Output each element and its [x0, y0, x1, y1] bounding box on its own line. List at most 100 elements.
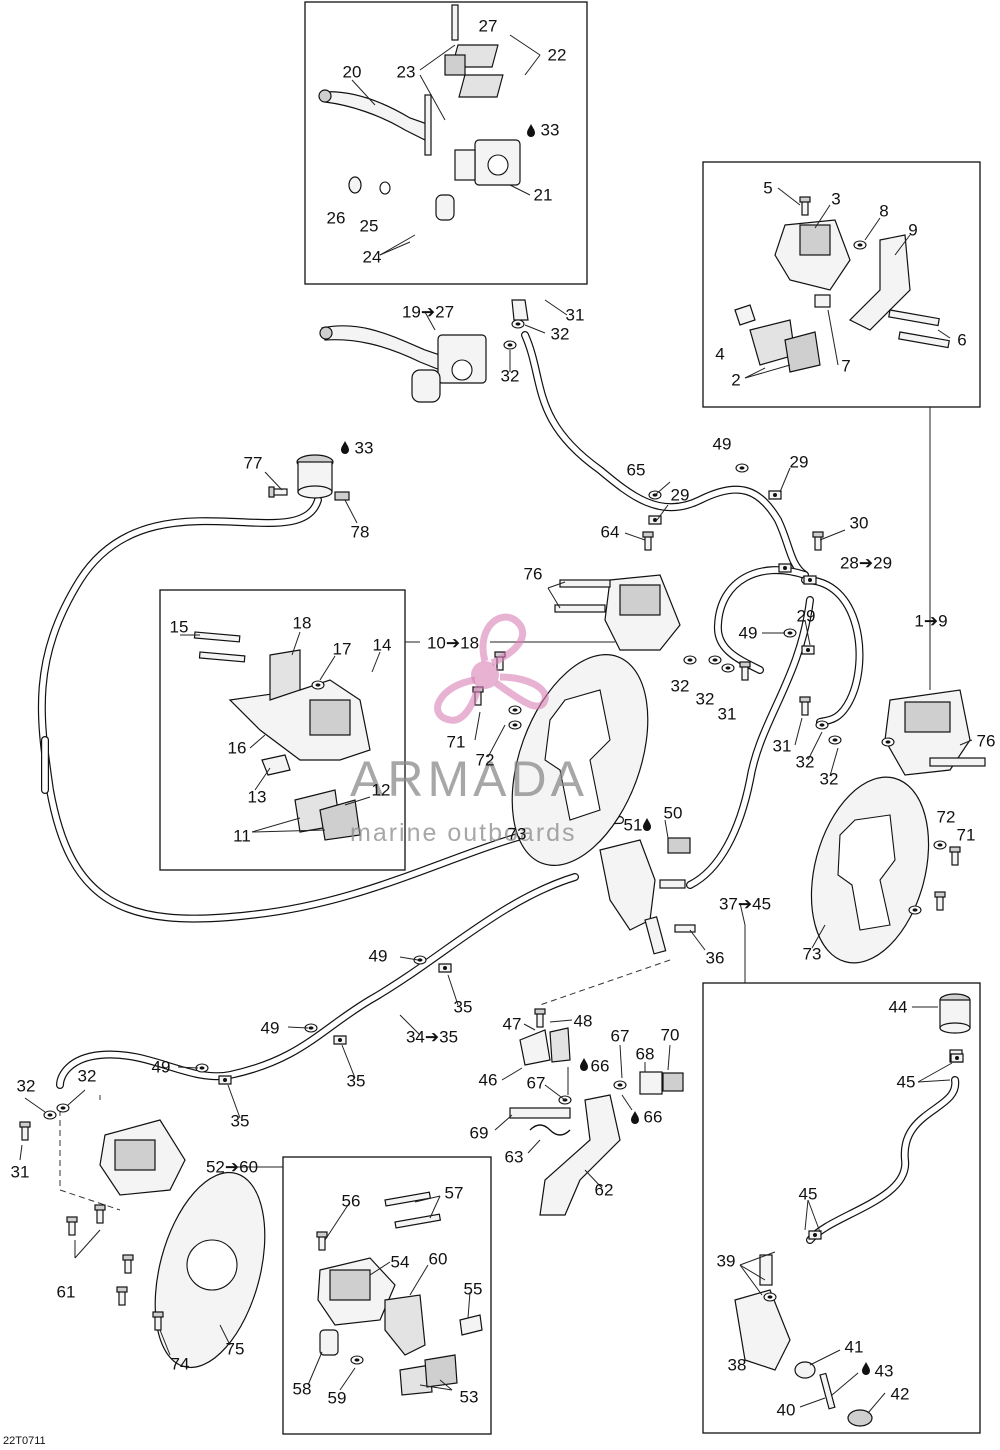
callout-49a: 49 — [712, 434, 732, 454]
front-caliper-detail-frame — [702, 161, 981, 408]
callout-44: 44 — [888, 997, 908, 1017]
callout-29b: 29 — [670, 485, 690, 505]
callout-35b: 35 — [346, 1071, 366, 1091]
callout-60: 60 — [428, 1249, 448, 1269]
callout-40: 40 — [776, 1400, 796, 1420]
master-cylinder-assembled — [319, 299, 529, 403]
callout-9: 9 — [908, 220, 918, 240]
callout-76b: 76 — [976, 731, 996, 751]
callout-11: 11 — [233, 826, 251, 846]
rear-master-cylinder-detail-frame — [702, 982, 981, 1434]
brake-hose-middle — [686, 566, 864, 889]
brake-reservoir-front — [268, 454, 350, 501]
callout-55: 55 — [463, 1279, 483, 1299]
callout-30: 30 — [849, 513, 869, 533]
callout-7: 7 — [841, 356, 851, 376]
callout-3: 3 — [831, 189, 841, 209]
callout-1-9: 1➔9 — [914, 611, 948, 631]
callout-32a: 32 — [550, 324, 570, 344]
callout-32e: 32 — [795, 752, 815, 772]
callout-5: 5 — [763, 178, 773, 198]
brake-valve-assembly — [599, 837, 696, 955]
callout-58: 58 — [292, 1379, 312, 1399]
callout-23: 23 — [396, 62, 416, 82]
callout-66b: 66 — [643, 1107, 663, 1127]
callout-71b: 71 — [956, 825, 976, 845]
callout-32g: 32 — [16, 1076, 36, 1096]
callout-32b: 32 — [500, 366, 520, 386]
callout-16: 16 — [227, 738, 247, 758]
callout-32f: 32 — [819, 769, 839, 789]
callout-56: 56 — [341, 1191, 361, 1211]
callout-12: 12 — [371, 780, 391, 800]
callout-49b: 49 — [738, 623, 758, 643]
callout-37-45: 37➔45 — [718, 894, 772, 914]
callout-32d: 32 — [695, 689, 715, 709]
callout-32c: 32 — [670, 676, 690, 696]
left-caliper-exploded — [193, 631, 371, 841]
brake-pedal — [509, 1008, 684, 1216]
callout-52-60: 52➔60 — [205, 1157, 259, 1177]
callout-51: 51 — [623, 815, 643, 835]
callout-75: 75 — [225, 1339, 245, 1359]
callout-28-29: 28➔29 — [839, 553, 893, 573]
callout-67a: 67 — [610, 1026, 630, 1046]
watermark-brand: ARMADA — [350, 751, 588, 807]
callout-77: 77 — [243, 453, 263, 473]
front-rotor-center — [511, 654, 649, 866]
callout-50: 50 — [663, 803, 683, 823]
callout-36: 36 — [705, 948, 725, 968]
rear-reservoir-hose — [806, 1076, 960, 1244]
front-rotor-right — [810, 776, 930, 964]
callout-43: 43 — [874, 1361, 894, 1381]
callout-35a: 35 — [453, 997, 473, 1017]
callout-49d: 49 — [260, 1018, 280, 1038]
callout-29c: 29 — [796, 606, 816, 626]
callout-68: 68 — [635, 1044, 655, 1064]
callout-62: 62 — [594, 1180, 614, 1200]
callout-48: 48 — [573, 1011, 593, 1031]
diagram-code: 22T0711 — [3, 1435, 46, 1447]
callout-15: 15 — [169, 617, 189, 637]
callout-13: 13 — [247, 787, 267, 807]
master-cylinder-detail-frame — [304, 1, 588, 285]
callout-33b: 33 — [354, 438, 374, 458]
callout-74: 74 — [170, 1354, 190, 1374]
callout-19-27: 19➔27 — [401, 302, 455, 322]
callout-46: 46 — [478, 1070, 498, 1090]
callout-47: 47 — [502, 1014, 522, 1034]
callout-32h: 32 — [77, 1066, 97, 1086]
callout-10-18: 10➔18 — [426, 633, 480, 653]
callout-34-35: 34➔35 — [405, 1027, 459, 1047]
callout-65: 65 — [626, 460, 646, 480]
brake-hose-rear — [56, 873, 579, 1089]
callout-35c: 35 — [230, 1111, 250, 1131]
callout-64: 64 — [600, 522, 620, 542]
rear-rotor — [154, 1171, 266, 1369]
callout-57: 57 — [444, 1183, 464, 1203]
callout-38: 38 — [727, 1355, 747, 1375]
front-caliper-center — [554, 574, 751, 681]
callout-61: 61 — [56, 1282, 76, 1302]
callout-18: 18 — [292, 613, 312, 633]
callout-49c: 49 — [368, 946, 388, 966]
master-cylinder-exploded — [318, 4, 521, 221]
callout-27: 27 — [478, 16, 498, 36]
callout-69: 69 — [469, 1123, 489, 1143]
front-caliper-exploded — [734, 196, 950, 373]
callout-53: 53 — [459, 1387, 479, 1407]
callout-45a: 45 — [896, 1072, 916, 1092]
watermark-tagline: marine outboards — [350, 819, 577, 847]
callout-31d: 31 — [10, 1162, 30, 1182]
callout-31a: 31 — [565, 305, 585, 325]
callout-21: 21 — [533, 185, 553, 205]
brake-hose-left — [37, 496, 624, 923]
callout-72b: 72 — [936, 807, 956, 827]
callout-54: 54 — [390, 1252, 410, 1272]
callout-78: 78 — [350, 522, 370, 542]
callout-72a: 72 — [475, 750, 495, 770]
callout-41: 41 — [844, 1337, 864, 1357]
callout-22: 22 — [547, 45, 567, 65]
callout-67b: 67 — [526, 1073, 546, 1093]
